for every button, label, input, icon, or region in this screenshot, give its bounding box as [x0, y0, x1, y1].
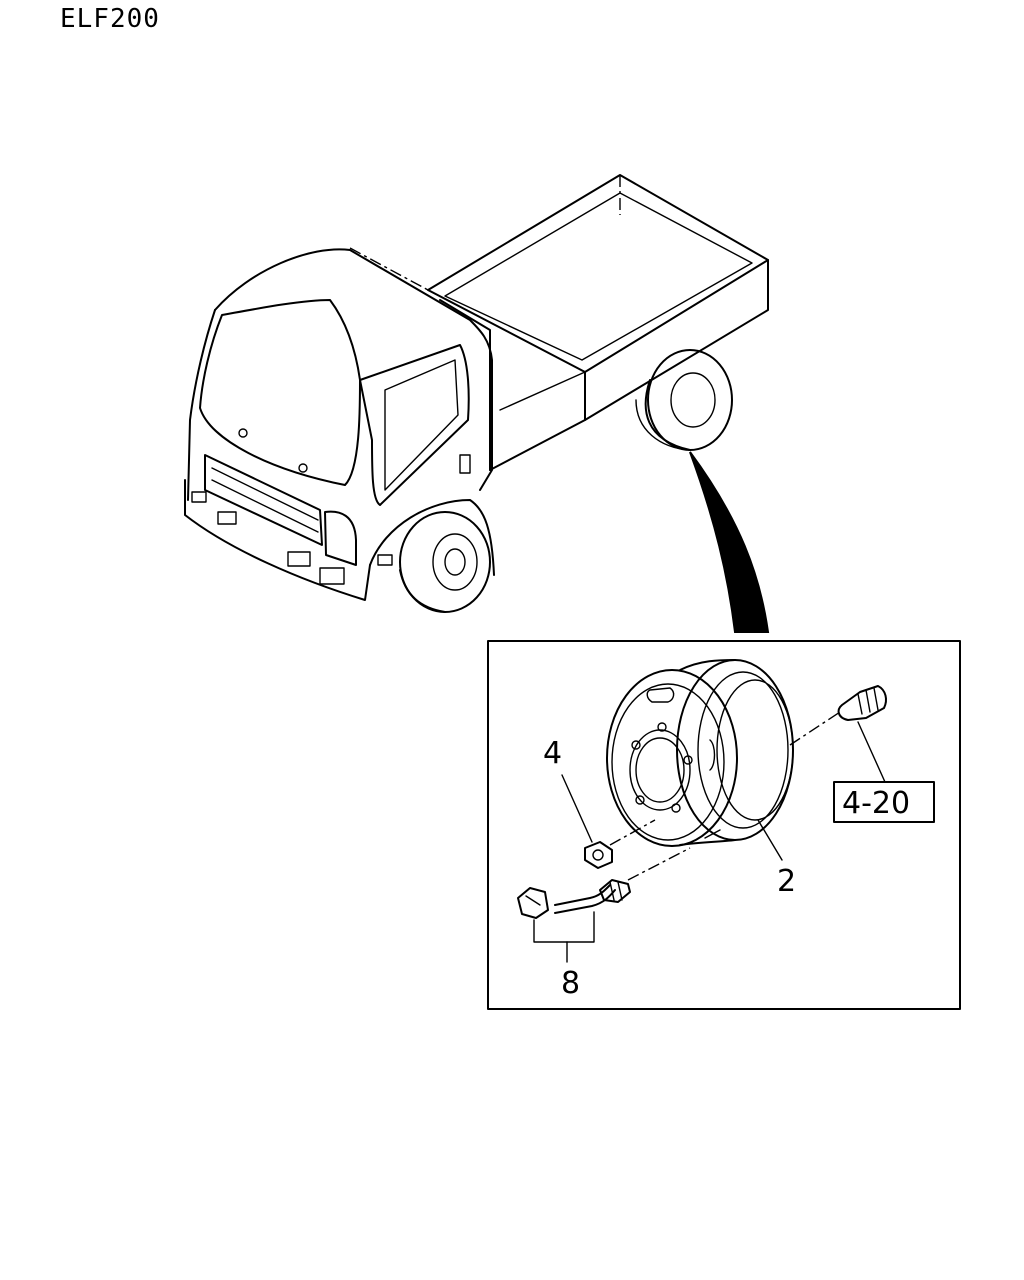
stud-axis-line: [789, 711, 841, 746]
wheel-rim: [606, 659, 794, 847]
callout-valve: 8: [561, 966, 580, 1001]
callout-nut: 4: [543, 736, 562, 771]
hub-nut: [584, 841, 613, 869]
wheel-stud: [837, 685, 887, 721]
truck-illustration: [184, 174, 770, 633]
leader-stud: [857, 721, 886, 783]
detail-pointer: [689, 451, 770, 633]
valve-stem: [554, 879, 631, 914]
detail-inset: 4 2 8 4-20: [487, 640, 961, 1010]
reference-box[interactable]: [833, 781, 935, 823]
page-title: ELF200: [60, 4, 160, 34]
callout-wheel: 2: [777, 864, 796, 899]
reference-label[interactable]: 4-20: [842, 786, 910, 821]
valve-cap: [517, 887, 549, 919]
truck-cab: [184, 248, 495, 601]
cargo-bed: [349, 174, 769, 471]
leader-nut: [561, 774, 593, 843]
leader-valve-bracket: [533, 911, 595, 943]
nut-axis-line: [609, 819, 656, 846]
valve-axis-line: [627, 847, 691, 881]
detail-frame: [487, 640, 961, 1010]
leader-wheel: [757, 819, 783, 861]
rear-wheel: [635, 349, 733, 451]
front-wheel: [399, 511, 491, 613]
